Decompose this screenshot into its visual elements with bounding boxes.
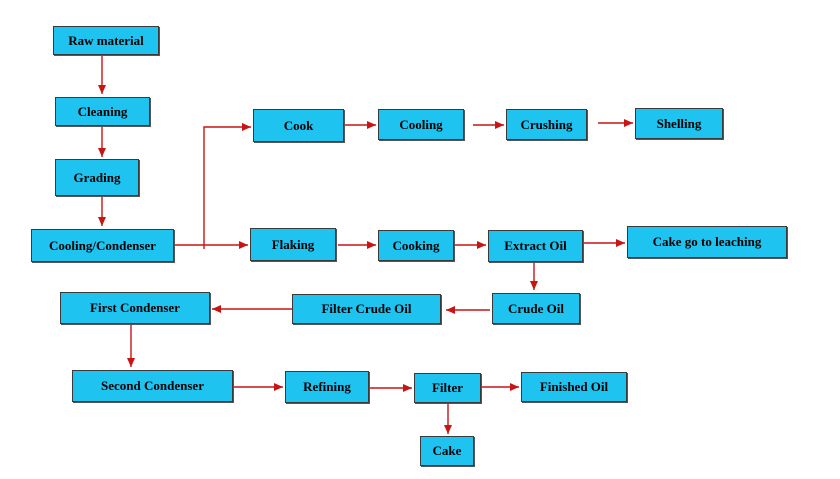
step-raw-material: Raw material <box>53 26 159 55</box>
step-cake: Cake <box>420 436 474 466</box>
step-filter: Filter <box>414 373 481 403</box>
step-crude-oil: Crude Oil <box>492 293 580 324</box>
step-cooling: Cooling <box>378 109 464 140</box>
step-crushing: Crushing <box>506 109 587 140</box>
arrow-condenser-to-cook <box>203 123 251 249</box>
step-finished-oil: Finished Oil <box>521 372 627 402</box>
step-first-condenser: First Condenser <box>60 292 210 324</box>
step-cleaning: Cleaning <box>55 97 150 126</box>
step-flaking: Flaking <box>250 228 336 261</box>
step-grading: Grading <box>55 159 139 196</box>
step-extract-oil: Extract Oil <box>488 230 583 262</box>
step-cooling-condenser: Cooling/Condenser <box>31 229 174 262</box>
step-cook: Cook <box>253 109 344 142</box>
step-cake-go-to-leaching: Cake go to leaching <box>627 226 787 258</box>
step-shelling: Shelling <box>635 108 723 139</box>
step-refining: Refining <box>285 371 369 403</box>
step-filter-crude-oil: Filter Crude Oil <box>292 294 441 324</box>
step-second-condenser: Second Condenser <box>72 370 233 402</box>
step-cooking: Cooking <box>378 230 454 261</box>
